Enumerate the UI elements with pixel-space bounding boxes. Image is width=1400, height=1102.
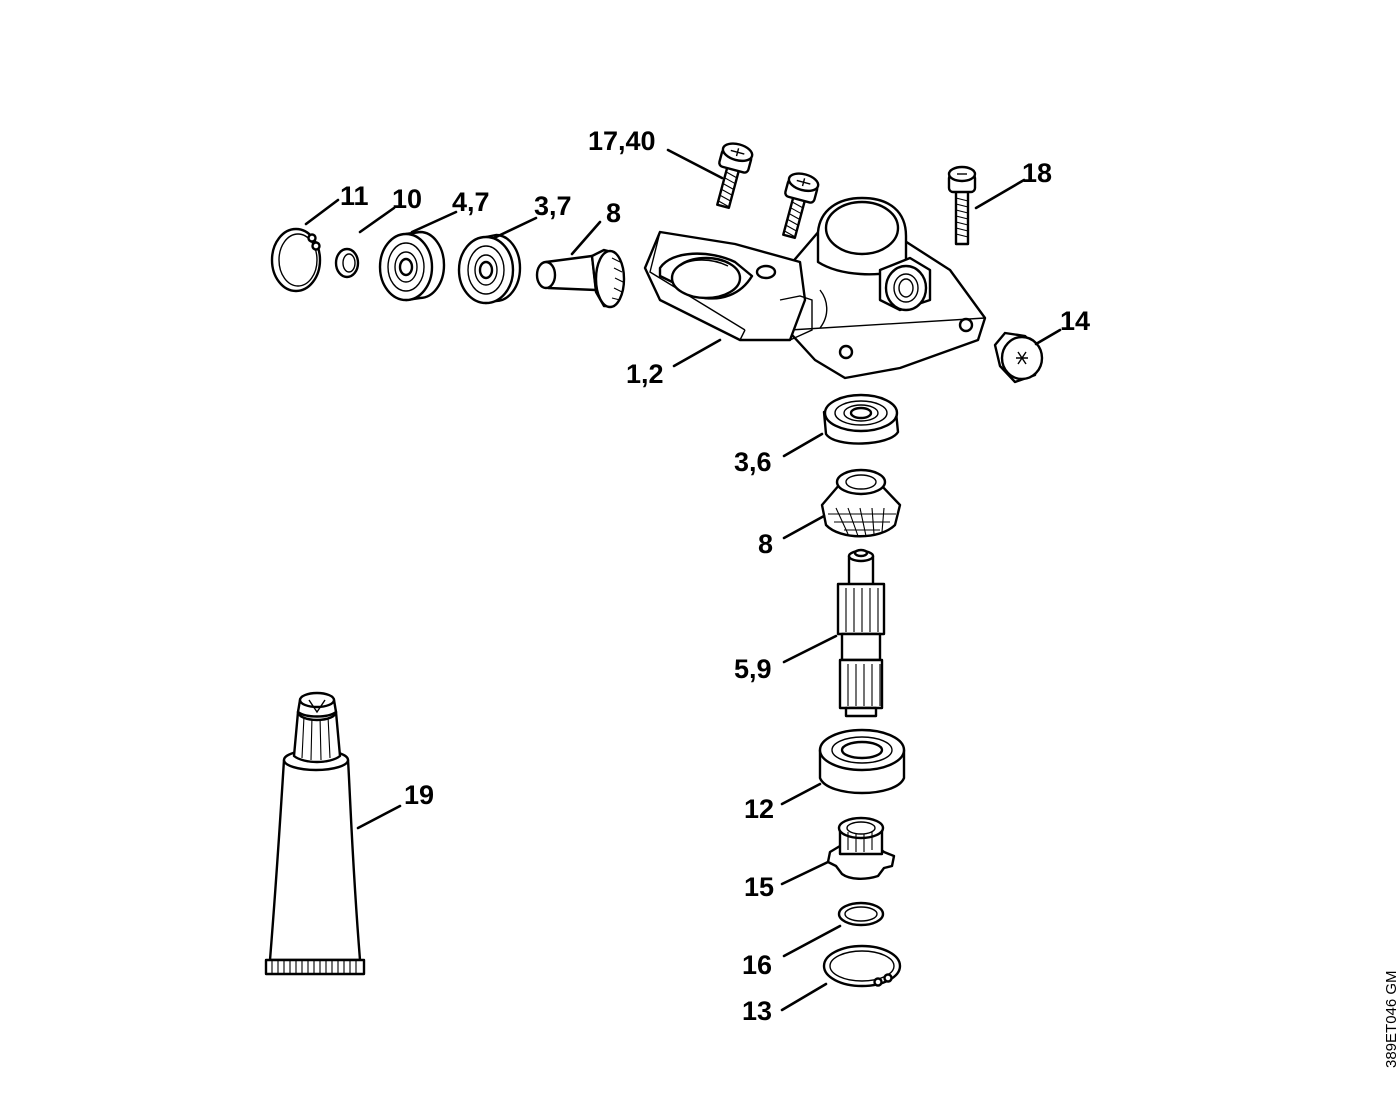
leader-lines bbox=[304, 148, 1062, 1012]
leader-10 bbox=[358, 206, 396, 234]
part-14-plug-screw bbox=[993, 331, 1044, 384]
callout-11: 11 bbox=[340, 181, 369, 211]
part-19-grease-tube bbox=[264, 691, 366, 976]
leader-19 bbox=[356, 804, 402, 830]
callout-labels: 17,40 18 11 10 4,7 3,7 8 14 1,2 3,6 8 5,… bbox=[340, 126, 1090, 1026]
callout-18: 18 bbox=[1022, 158, 1052, 188]
callout-16: 16 bbox=[742, 950, 772, 980]
callout-5-9: 5,9 bbox=[734, 654, 772, 684]
part-16-circlip bbox=[837, 901, 885, 927]
leader-18 bbox=[974, 178, 1026, 210]
callout-3-7: 3,7 bbox=[534, 191, 572, 221]
leader-8-top bbox=[570, 220, 602, 256]
leader-3-7 bbox=[492, 216, 538, 240]
callout-13: 13 bbox=[742, 996, 772, 1026]
part-17-40-bolt-b bbox=[782, 172, 820, 240]
part-3-7-ball-bearing bbox=[457, 233, 522, 305]
leader-14 bbox=[1034, 328, 1062, 346]
leader-17-40 bbox=[666, 148, 724, 180]
callout-12: 12 bbox=[744, 794, 774, 824]
callout-8-top: 8 bbox=[606, 198, 621, 228]
callout-4-7: 4,7 bbox=[452, 187, 490, 217]
callout-17-40: 17,40 bbox=[588, 126, 656, 156]
callout-8-bottom: 8 bbox=[758, 529, 773, 559]
leader-12 bbox=[780, 782, 822, 806]
leader-5-9 bbox=[782, 634, 838, 664]
callout-15: 15 bbox=[744, 872, 774, 902]
part-4-7-ball-bearing bbox=[378, 230, 446, 302]
callout-19: 19 bbox=[404, 780, 434, 810]
part-10-snap-ring bbox=[334, 247, 360, 279]
leader-3-6 bbox=[782, 432, 824, 458]
part-11-circlip bbox=[270, 227, 322, 293]
leader-1-2 bbox=[672, 338, 722, 368]
callout-14: 14 bbox=[1060, 306, 1090, 336]
part-13-circlip bbox=[822, 944, 902, 988]
part-5-9-splined-shaft bbox=[836, 548, 886, 718]
leader-16 bbox=[782, 924, 842, 958]
part-12-ball-bearing bbox=[818, 728, 906, 795]
leader-15 bbox=[780, 860, 830, 886]
part-3-6-ball-bearing bbox=[822, 393, 900, 445]
callout-10: 10 bbox=[392, 184, 422, 214]
part-15-drive-gear bbox=[826, 816, 896, 880]
leader-13 bbox=[780, 982, 828, 1012]
part-1-2-gear-housing bbox=[643, 196, 987, 380]
drawing-code: 389ET046 GM bbox=[1383, 970, 1400, 1068]
leader-11 bbox=[304, 198, 340, 226]
leader-8-bottom bbox=[782, 514, 826, 540]
part-8-bevel-pinion-top bbox=[535, 248, 626, 309]
part-8-bevel-gear-bottom bbox=[820, 468, 902, 538]
callout-1-2: 1,2 bbox=[626, 359, 664, 389]
leader-4-7 bbox=[410, 210, 458, 234]
part-17-40-bolt-a bbox=[716, 142, 754, 210]
callout-3-6: 3,6 bbox=[734, 447, 772, 477]
part-18-bolt bbox=[947, 165, 977, 246]
